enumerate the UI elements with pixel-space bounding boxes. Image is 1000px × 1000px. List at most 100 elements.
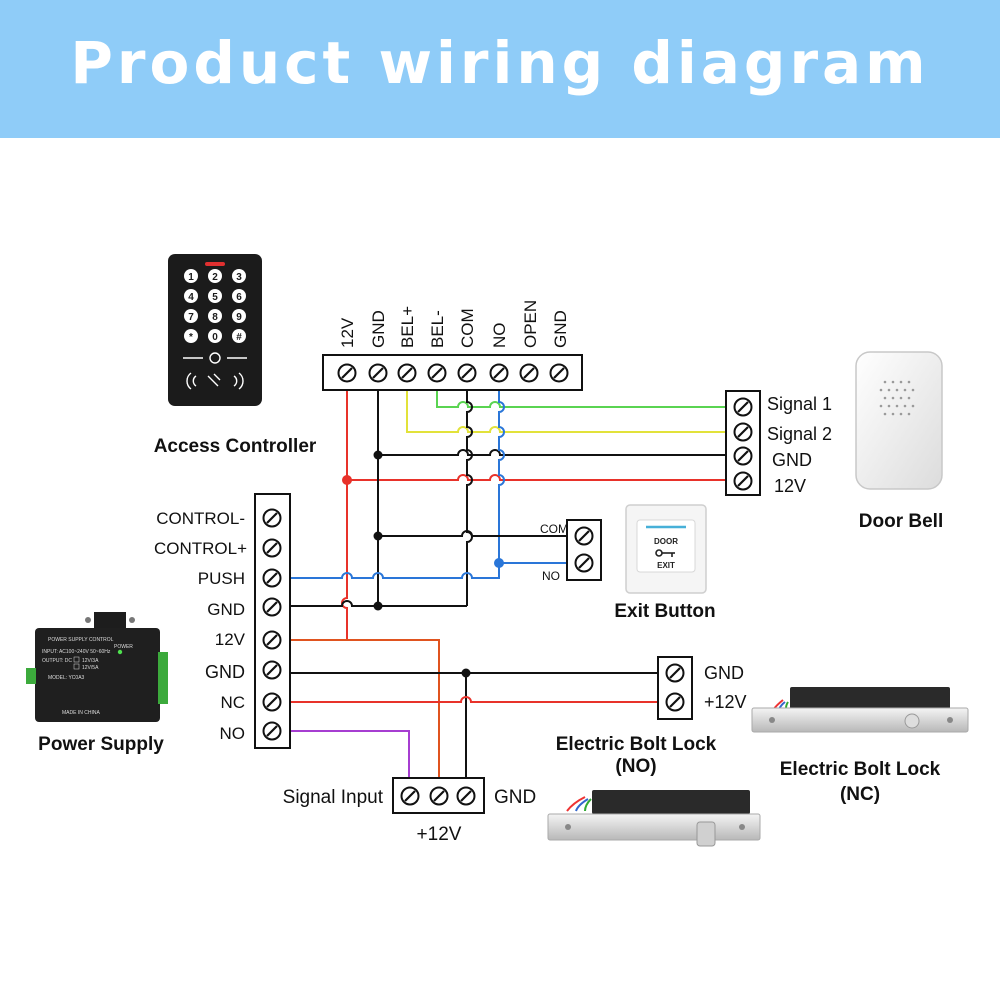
key-label: #	[236, 332, 242, 343]
bolt-no-mode: (NO)	[615, 756, 656, 777]
bolt-no-gnd: GND	[494, 787, 536, 808]
wire-red-nc	[287, 696, 666, 703]
psu-panel-made-in: MADE IN CHINA	[62, 710, 100, 716]
terminal-label-bel-plus: BEL+	[398, 306, 417, 348]
wire-black-gnd-bell	[378, 449, 730, 456]
power-supply-terminal-labels: CONTROL- CONTROL+ PUSH GND 12V GND NC NO	[154, 509, 247, 743]
exit-button-terminal-block	[566, 519, 602, 581]
speaker-grille	[879, 380, 915, 416]
terminal-label-open: OPEN	[521, 300, 540, 348]
psu-label-12v: 12V	[215, 630, 246, 649]
junctions	[342, 450, 504, 678]
controller-terminal-labels: 12V GND BEL+ BEL- COM NO OPEN GND	[338, 300, 570, 348]
wire-blue-no-vertical	[498, 388, 505, 563]
doorbell-label-signal2: Signal 2	[767, 424, 832, 444]
key-icon	[655, 549, 675, 557]
bolt-lock-no-device	[547, 790, 761, 847]
exit-plate-top: DOOR	[654, 537, 678, 546]
doorbell-label-12v: 12V	[774, 476, 806, 496]
exit-plate-bottom: EXIT	[657, 561, 675, 570]
terminal-label-bel-minus: BEL-	[428, 310, 447, 348]
terminal-label-12v: 12V	[338, 317, 357, 348]
terminal-label-gnd2: GND	[551, 310, 570, 348]
access-controller-device: 1 2 3 4 5 6 7 8 9 * 0 #	[168, 254, 262, 406]
key-label: 8	[212, 312, 218, 323]
key-label: 9	[236, 312, 242, 323]
exit-terminal-no: NO	[542, 569, 560, 583]
bolt-no-power: +12V	[417, 824, 462, 845]
doorbell-label-gnd: GND	[772, 450, 812, 470]
wire-purple-no	[287, 730, 410, 782]
exit-button-device: DOOR EXIT	[625, 504, 707, 594]
junction-dot	[373, 450, 383, 460]
exit-button-label: Exit Button	[614, 601, 715, 622]
doorbell-label-signal1: Signal 1	[767, 394, 832, 414]
bolt-no-name: Electric Bolt Lock	[556, 734, 717, 755]
controller-terminal-block	[322, 354, 583, 391]
terminal-label-com: COM	[458, 308, 477, 348]
wire-black-com-vertical	[466, 388, 473, 606]
psu-label-no: NO	[220, 724, 246, 743]
rfid-icon	[186, 372, 244, 390]
doorbell-label: Door Bell	[859, 511, 943, 532]
exit-terminal-com: COM	[540, 522, 568, 536]
power-supply-terminal-block	[254, 493, 291, 749]
doorbell-device	[855, 351, 943, 490]
wires	[287, 388, 730, 782]
psu-panel-option-a: 12V/3A	[82, 658, 99, 664]
doorbell-terminal-labels: Signal 1 Signal 2 GND 12V	[767, 394, 832, 496]
power-supply-label: Power Supply	[38, 734, 164, 755]
psu-panel-output: OUTPUT: DC	[42, 658, 72, 664]
key-label: 4	[188, 292, 194, 303]
psu-label-nc: NC	[220, 693, 245, 712]
wire-orange-12v	[287, 639, 440, 782]
psu-panel-input: INPUT: AC100~240V 50~60Hz	[42, 649, 111, 655]
key-label: 7	[188, 312, 194, 323]
title-banner: Product wiring diagram	[0, 0, 1000, 138]
wire-black-exit-com	[378, 530, 572, 537]
doorbell-terminal-block	[725, 390, 761, 496]
key-label: 1	[188, 272, 194, 283]
psu-label-control-plus: CONTROL+	[154, 539, 247, 558]
terminal-label-no: NO	[490, 323, 509, 349]
junction-dot	[461, 668, 471, 678]
terminal-label-gnd: GND	[369, 310, 388, 348]
psu-label-gnd2: GND	[205, 662, 245, 682]
junction-dot	[342, 475, 352, 485]
bolt-nc-mode: (NC)	[840, 784, 880, 805]
bell-icon	[209, 352, 221, 364]
psu-label-push: PUSH	[198, 569, 245, 588]
junction-dot	[373, 601, 383, 611]
psu-label-control-minus: CONTROL-	[156, 509, 245, 528]
key-label: *	[189, 332, 193, 343]
bolt-lock-nc-device	[751, 687, 969, 733]
key-label: 0	[212, 332, 218, 343]
bolt-nc-label-gnd: GND	[704, 663, 744, 683]
bolt-lock-no-terminal-block	[392, 777, 485, 814]
wire-green-bel-minus	[436, 388, 730, 408]
wiring-diagram: 1 2 3 4 5 6 7 8 9 * 0 # Access Controlle…	[26, 254, 969, 847]
bolt-no-signal-input: Signal Input	[283, 787, 384, 808]
psu-panel-option-b: 12V/5A	[82, 665, 99, 671]
wire-yellow-bel-plus	[406, 388, 730, 433]
key-label: 6	[236, 292, 242, 303]
junction-dot	[494, 558, 504, 568]
access-controller-label: Access Controller	[154, 436, 317, 457]
bolt-lock-nc-terminal-block	[657, 656, 693, 720]
wire-black-psu-gnd	[287, 600, 467, 607]
junction-dot	[373, 531, 383, 541]
wire-red-12v-bell	[347, 474, 730, 481]
power-supply-device: POWER SUPPLY CONTROL POWER INPUT: AC100~…	[26, 612, 168, 722]
bolt-nc-name: Electric Bolt Lock	[780, 759, 941, 780]
psu-label-gnd: GND	[207, 600, 245, 619]
key-label: 5	[212, 292, 218, 303]
keypad-keys: 1 2 3 4 5 6 7 8 9 * 0 #	[184, 269, 246, 343]
key-label: 3	[236, 272, 242, 283]
psu-panel-title: POWER SUPPLY CONTROL	[48, 637, 114, 643]
psu-panel-model: MODEL: YC0A3	[48, 675, 85, 681]
psu-panel-power: POWER	[114, 644, 133, 650]
page-title: Product wiring diagram	[70, 29, 930, 97]
psu-panel-text: POWER SUPPLY CONTROL POWER INPUT: AC100~…	[42, 637, 133, 716]
wire-blue-push	[287, 563, 500, 579]
key-label: 2	[212, 272, 218, 283]
